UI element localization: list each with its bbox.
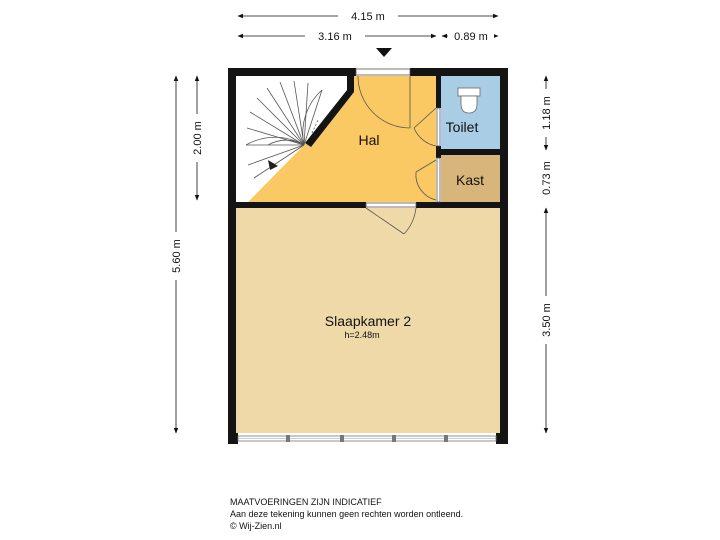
dim-left-total: 5.60 m [171, 239, 183, 273]
entrance-door [355, 68, 411, 129]
dim-top-right: 0.89 m [454, 31, 488, 43]
bedroom-door [365, 202, 417, 235]
toilet-icon [457, 87, 481, 114]
walls [228, 68, 508, 444]
toilet-door [413, 107, 441, 147]
disclaimer: MAATVOERINGEN ZIJN INDICATIEF Aan deze t… [230, 496, 463, 532]
dim-right-bedroom: 3.50 m [541, 303, 553, 337]
disclaimer-line-2: Aan deze tekening kunnen geen rechten wo… [230, 509, 464, 519]
stairs-direction-arrow [268, 160, 278, 170]
bottom-window [237, 435, 497, 442]
stair-area [236, 76, 350, 202]
hal-room [248, 76, 436, 202]
room-label-bedroom: Slaapkamer 2 [325, 313, 412, 329]
kast-room [441, 155, 500, 202]
dim-top-left: 3.16 m [318, 31, 352, 43]
dim-top-total: 4.15 m [351, 11, 385, 23]
kast-door [415, 157, 441, 203]
dim-left-upper: 2.00 m [192, 121, 204, 155]
spiral-stairs [245, 80, 323, 179]
room-label-hal: Hal [358, 132, 379, 148]
dim-right-toilet: 1.18 m [541, 96, 553, 130]
room-height-bedroom: h=2.48m [344, 330, 379, 340]
room-label-toilet: Toilet [446, 119, 479, 135]
bedroom-room [236, 208, 500, 433]
disclaimer-line-1: MAATVOERINGEN ZIJN INDICATIEF [230, 497, 382, 507]
entrance-marker-icon [376, 48, 392, 57]
disclaimer-line-3: © Wij-Zien.nl [230, 521, 282, 531]
room-label-kast: Kast [456, 172, 484, 188]
dim-right-kast: 0.73 m [541, 161, 553, 195]
